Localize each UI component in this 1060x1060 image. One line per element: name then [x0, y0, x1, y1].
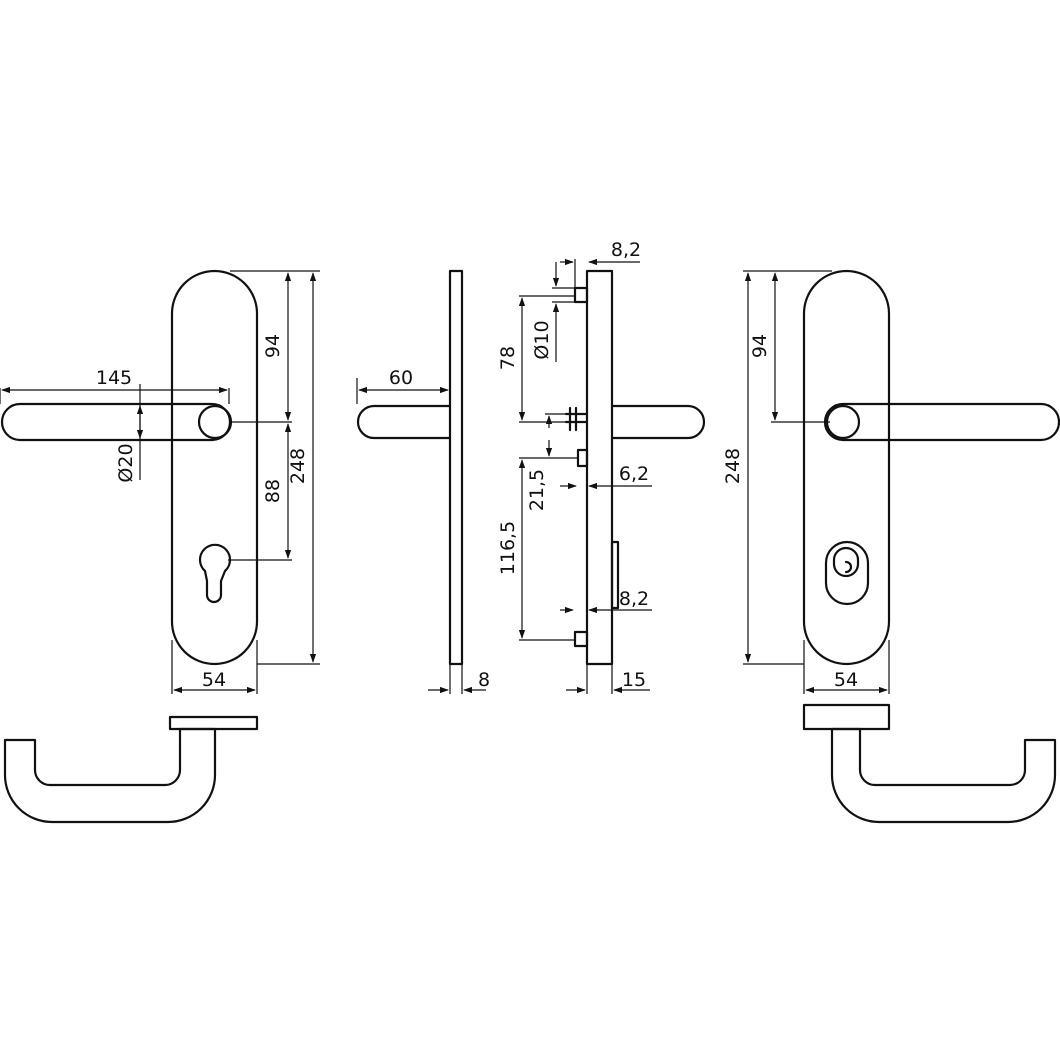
dim-cylinder-plate-height: 248: [722, 448, 744, 484]
side-plate: [448, 269, 464, 666]
lever-top-view: [3, 715, 259, 824]
cylinder-extension-lines: [743, 270, 890, 694]
dim-lever-diameter: Ø20: [115, 443, 137, 482]
dim-mid-thickness: 6,2: [619, 463, 649, 485]
cylinder-lever: [823, 402, 1060, 442]
dim-plate-width: 54: [202, 669, 226, 691]
cylinder-slot: [610, 540, 620, 610]
lever-handle: [0, 402, 233, 442]
dim-bolt-diameter: Ø10: [531, 320, 553, 359]
dim-cylinder-top-to-spindle: 94: [749, 334, 771, 358]
cylinder-lever-top-view: [802, 703, 1057, 824]
side-view: 60 8: [356, 269, 490, 694]
dim-spindle-offset: 21,5: [526, 469, 548, 511]
dim-total-depth: 15: [622, 669, 646, 691]
mid-bolt: [576, 448, 589, 468]
dim-spindle-to-cylinder: 88: [262, 479, 284, 503]
spindle-bolt: [564, 406, 589, 432]
dim-lever-length: 145: [96, 367, 132, 389]
front-view-keyhole: 145 Ø20 94 88 248 54: [0, 269, 320, 824]
dim-lower-span: 116,5: [497, 521, 519, 575]
dim-top-to-spindle: 94: [262, 334, 284, 358]
rear-side-view: 8,2 Ø10 78 21,5 6,2 116,5 8,2 15: [497, 239, 706, 694]
dim-top-thickness: 8,2: [611, 239, 641, 261]
rear-plate: [585, 269, 614, 666]
bottom-bolt: [573, 630, 589, 648]
keyhole-escutcheon: [198, 543, 232, 604]
dim-bolt-to-spindle: 78: [497, 346, 519, 370]
top-bolt: [573, 286, 589, 304]
dim-projection: 60: [389, 367, 413, 389]
dim-cylinder-plate-width: 54: [834, 669, 858, 691]
back-plate: [170, 269, 259, 666]
cylinder-escutcheon: [824, 540, 870, 606]
rear-lever: [610, 404, 706, 440]
rear-extension-lines: [519, 259, 613, 694]
dim-plate-height: 248: [287, 448, 309, 484]
side-lever: [356, 404, 452, 440]
dim-bottom-thickness: 8,2: [619, 588, 649, 610]
extension-lines: [0, 270, 320, 694]
cylinder-plate: [802, 269, 891, 666]
front-view-cylinder: 94 248 54: [722, 269, 1060, 824]
side-extension-lines: [356, 378, 463, 694]
dim-plate-thickness: 8: [478, 669, 490, 691]
